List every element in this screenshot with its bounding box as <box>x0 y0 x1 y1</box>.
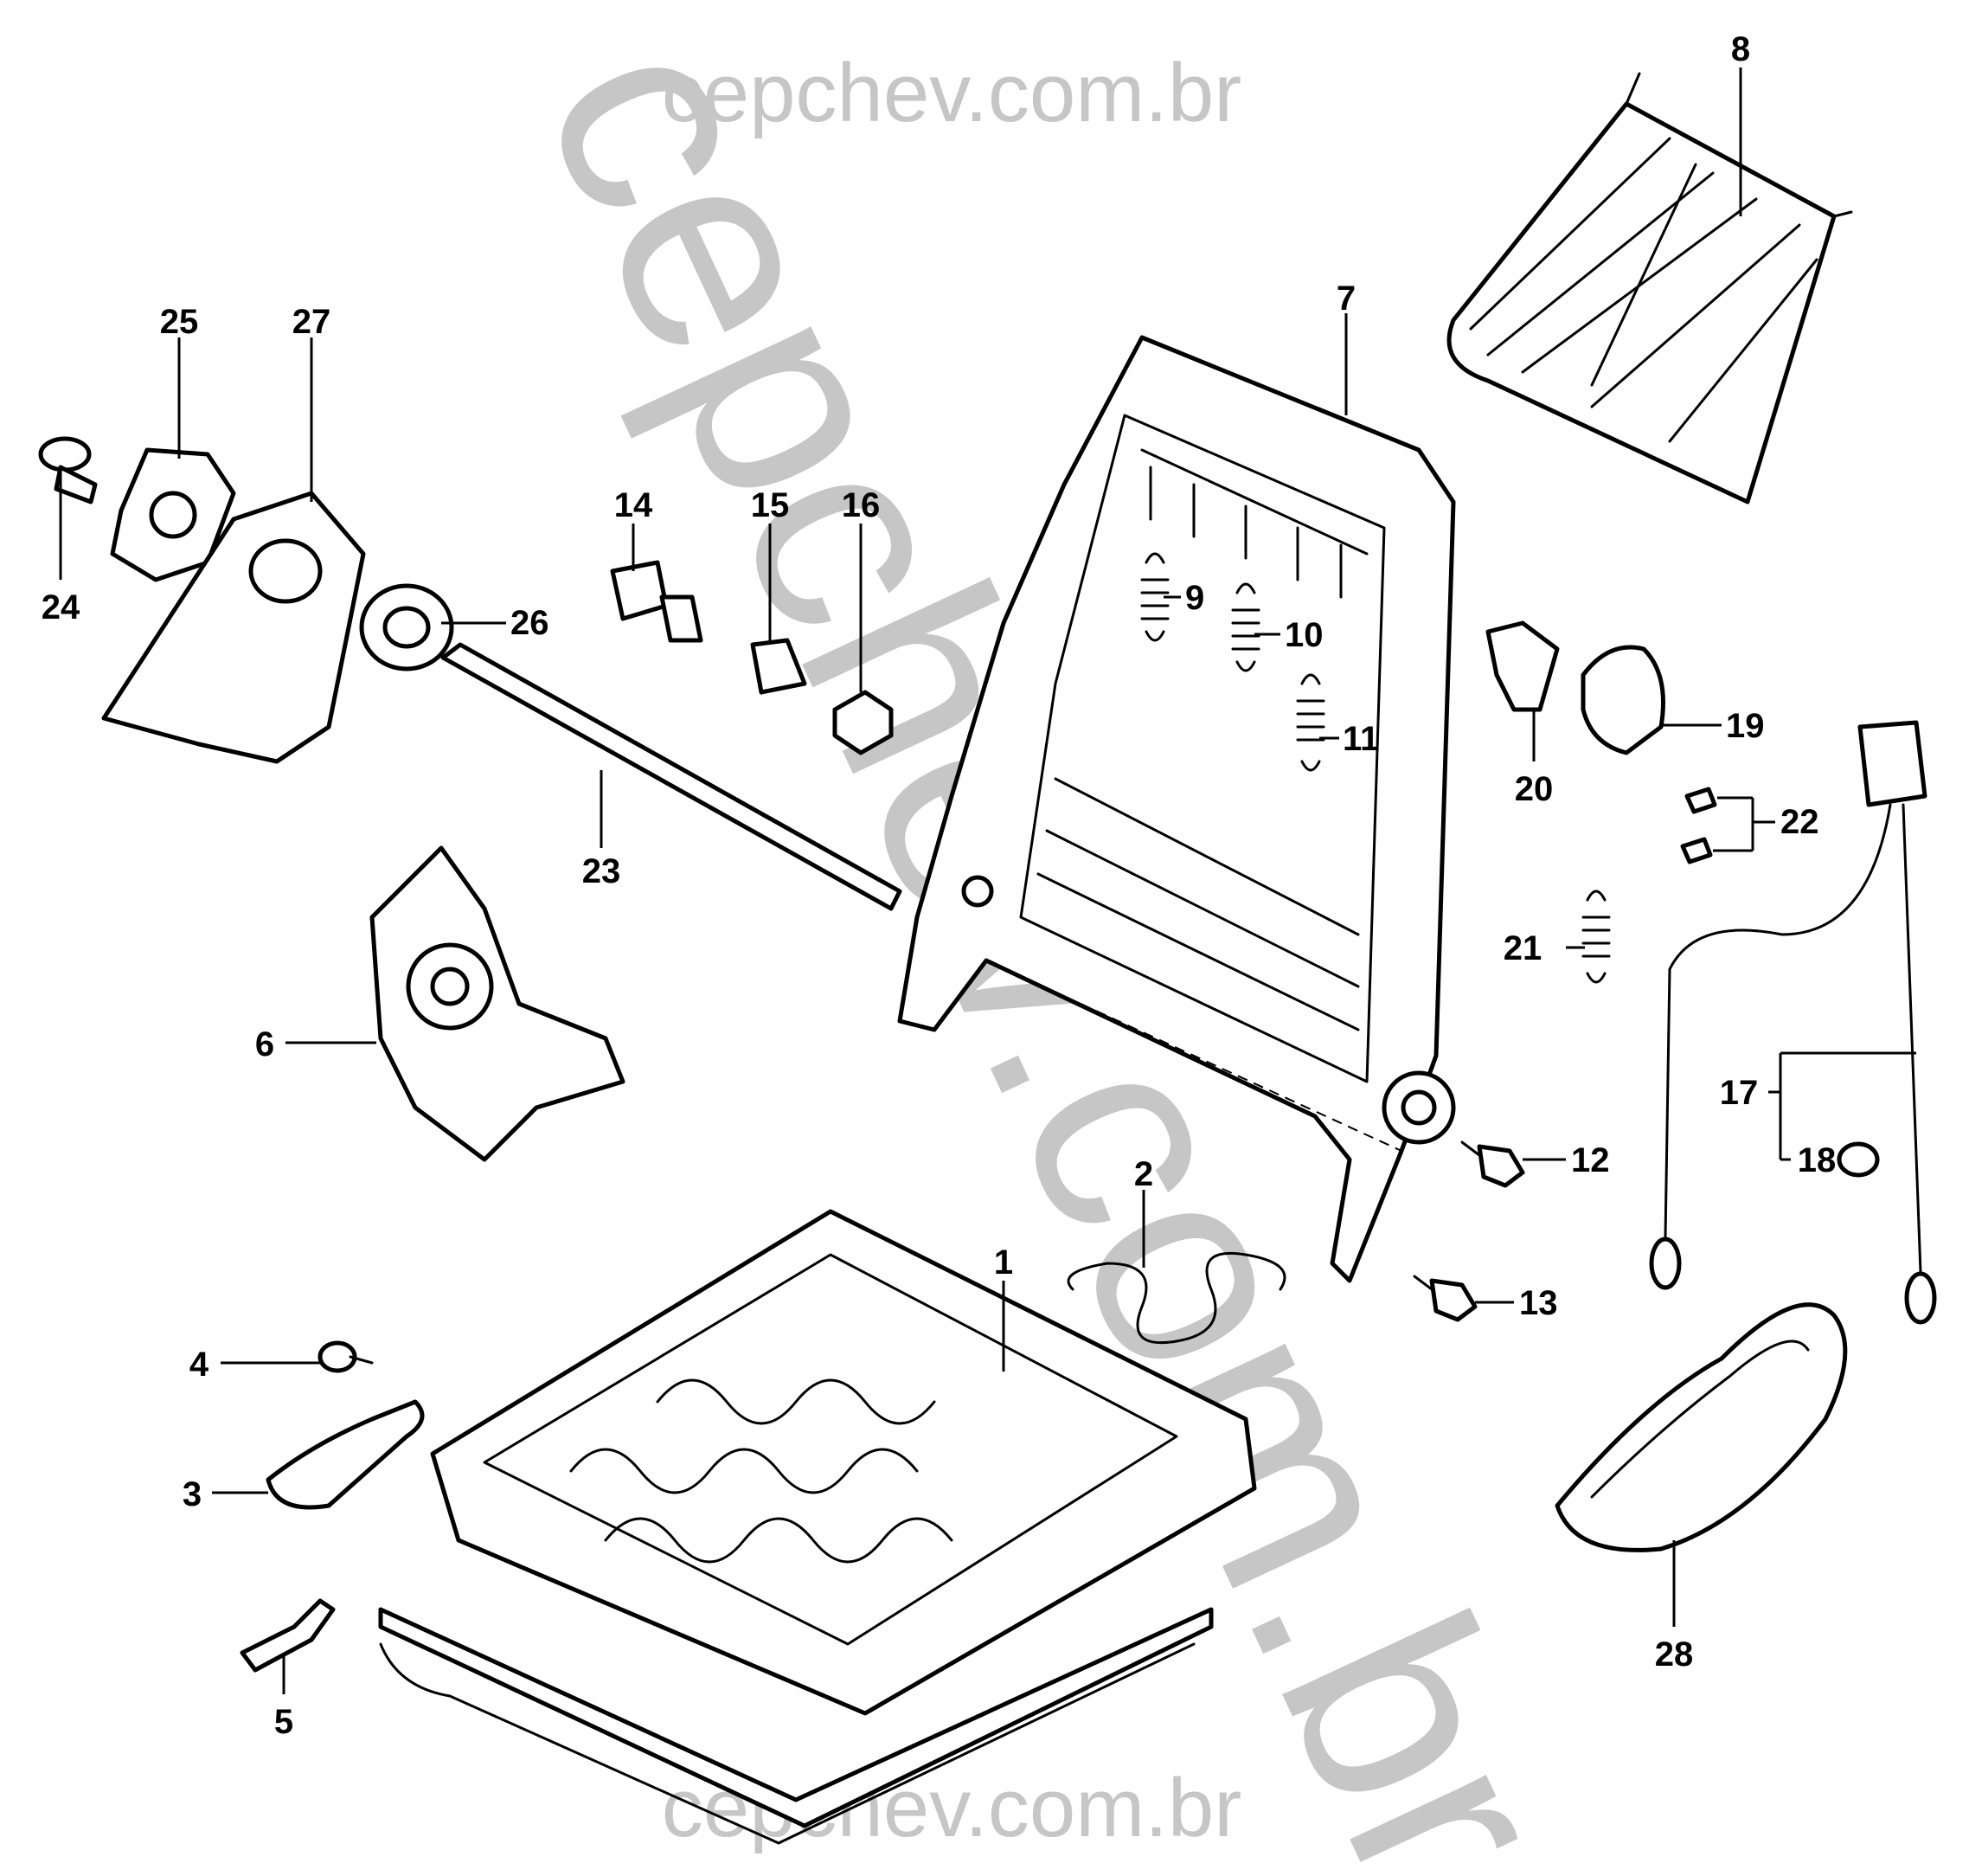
part-16-nut <box>832 690 894 755</box>
callout-20: 20 <box>1515 770 1554 808</box>
part-1-seat-frame <box>378 1209 1257 1845</box>
callout-2: 2 <box>1134 1155 1153 1193</box>
callout-6: 6 <box>255 1025 274 1063</box>
part-24-bolt <box>38 436 98 504</box>
part-28-trim <box>1555 1302 1848 1552</box>
part-25-knob <box>110 447 236 582</box>
part-21-spring <box>1581 890 1611 984</box>
callout-4: 4 <box>189 1346 209 1384</box>
part-7-backrest-frame <box>897 335 1456 1283</box>
callout-23: 23 <box>582 852 621 890</box>
callout-11: 11 <box>1343 720 1379 758</box>
part-14-bushing <box>610 560 703 643</box>
callout-12: 12 <box>1571 1141 1610 1179</box>
part-8-spring-mat <box>1446 72 1853 504</box>
callout-26: 26 <box>510 604 549 642</box>
callout-14: 14 <box>614 486 653 524</box>
parts <box>38 72 1937 1845</box>
part-19-cap <box>1581 645 1665 755</box>
part-22-clips <box>1680 787 1717 864</box>
callout-27: 27 <box>292 303 331 341</box>
callout-8: 8 <box>1731 30 1750 68</box>
part-9-spring <box>1140 552 1170 642</box>
part-17-cable <box>1649 720 1937 1325</box>
watermark-top: cepchev.com.br <box>662 47 1242 139</box>
callout-10: 10 <box>1285 616 1324 654</box>
callout-28: 28 <box>1655 1635 1694 1674</box>
callout-18: 18 <box>1798 1141 1837 1179</box>
callout-3: 3 <box>183 1475 202 1513</box>
part-4-bolt <box>317 1340 374 1373</box>
watermark-bottom: cepchev.com.br <box>662 1762 1242 1854</box>
part-23-rod <box>440 642 902 911</box>
callout-22: 22 <box>1780 803 1819 841</box>
part-6-recliner <box>369 845 625 1162</box>
callout-13: 13 <box>1519 1284 1558 1322</box>
part-11-spring <box>1296 673 1325 772</box>
part-18-grommet <box>1837 1141 1880 1178</box>
callout-25: 25 <box>160 303 199 341</box>
alignment-line <box>985 960 1402 1152</box>
part-10-spring <box>1231 582 1260 672</box>
part-12-bolt <box>1460 1140 1525 1188</box>
callout-9: 9 <box>1185 579 1204 617</box>
callout-7: 7 <box>1337 279 1356 318</box>
callout-16: 16 <box>842 486 881 524</box>
callout-17: 17 <box>1720 1074 1759 1112</box>
callout-1: 1 <box>994 1243 1013 1282</box>
part-2-s-spring <box>1067 1251 1286 1345</box>
callout-19: 19 <box>1726 707 1765 745</box>
callout-5: 5 <box>274 1703 293 1741</box>
part-20-cap <box>1485 620 1560 712</box>
part-5-bracket <box>240 1598 336 1673</box>
callout-24: 24 <box>42 588 80 626</box>
part-26-gear <box>359 583 454 671</box>
part-3-lever <box>266 1399 425 1510</box>
callout-21: 21 <box>1504 929 1542 967</box>
callouts: 8 7 25 27 24 26 14 15 16 23 6 9 <box>42 30 1916 1741</box>
part-13-bolt <box>1413 1275 1478 1322</box>
part-27-cover <box>101 491 366 764</box>
callout-15: 15 <box>751 486 790 524</box>
part-15-bushing <box>750 638 807 695</box>
